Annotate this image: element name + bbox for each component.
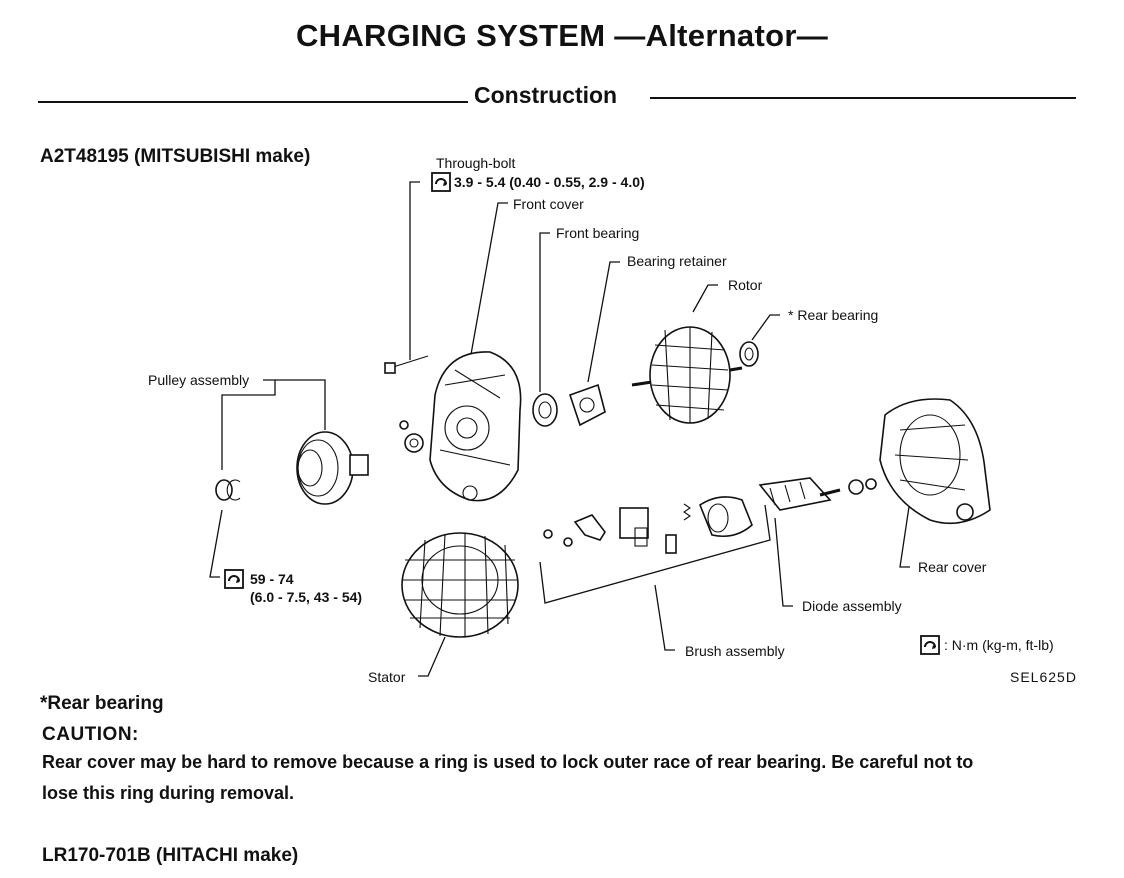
- through-bolt-part: [384, 355, 429, 374]
- label-pulley-torque-2: (6.0 - 7.5, 43 - 54): [250, 589, 363, 605]
- leader-nut-torque: [209, 509, 223, 578]
- pulley-nut-part: [215, 479, 241, 501]
- torque-wrench-icon: [431, 172, 451, 197]
- leader-front-bearing: [539, 232, 550, 392]
- label-front-bearing: Front bearing: [556, 225, 640, 241]
- label-torque-units: : N·m (kg-m, ft-lb): [944, 637, 1054, 653]
- label-through-bolt-torque: 3.9 - 5.4 (0.40 - 0.55, 2.9 - 4.0): [454, 174, 645, 190]
- leader-stator: [418, 636, 446, 677]
- label-brush-assembly: Brush assembly: [685, 643, 785, 659]
- caution-line-2: lose this ring during removal.: [42, 783, 295, 803]
- brush-assembly-parts: [543, 496, 753, 554]
- model-heading: A2T48195 (MITSUBISHI make): [40, 146, 311, 167]
- leader-brush: [654, 584, 675, 651]
- section-rule-left: [38, 101, 468, 103]
- bracket-brush: [539, 504, 771, 604]
- torque-wrench-icon: [224, 569, 244, 594]
- leader-diode: [774, 517, 793, 607]
- page-title: CHARGING SYSTEM —Alternator—: [296, 18, 828, 53]
- exploded-diagram: [209, 181, 991, 677]
- rotor-part: [631, 326, 743, 424]
- label-rear-cover: Rear cover: [918, 559, 987, 575]
- leader-bearing-retainer: [587, 261, 620, 383]
- rear-bearing-note: *Rear bearing: [40, 693, 164, 714]
- label-pulley-assembly: Pulley assembly: [148, 372, 250, 388]
- label-front-cover: Front cover: [513, 196, 584, 212]
- leader-rear-bearing: [751, 314, 780, 341]
- label-rear-bearing: * Rear bearing: [788, 307, 879, 323]
- rear-bearing-part: [739, 341, 759, 367]
- label-diode-assembly: Diode assembly: [802, 598, 902, 614]
- leader-pulley-b: [275, 379, 326, 430]
- caution-line-1: Rear cover may be hard to remove because…: [42, 752, 974, 772]
- leader-rotor: [692, 284, 718, 313]
- torque-wrench-icon: [920, 635, 940, 660]
- diode-assembly-part: [758, 477, 877, 511]
- front-cover-part: [429, 351, 522, 502]
- stator-part: [401, 532, 519, 638]
- label-bearing-retainer: Bearing retainer: [627, 253, 727, 269]
- pulley-part: [296, 431, 369, 505]
- figure-code: SEL625D: [1010, 669, 1077, 685]
- leader-rear-cover: [899, 499, 911, 568]
- label-pulley-torque-1: 59 - 74: [250, 571, 294, 587]
- bearing-retainer-part: [568, 383, 606, 427]
- section-rule-right: [650, 97, 1076, 99]
- leader-lines: [209, 181, 911, 677]
- front-bearing-part: [532, 393, 558, 427]
- leader-front-cover: [469, 202, 508, 361]
- front-screw-part: [399, 420, 424, 453]
- leader-pulley-a: [221, 379, 276, 470]
- next-model-heading: LR170-701B (HITACHI make): [42, 845, 299, 866]
- label-stator: Stator: [368, 669, 406, 685]
- label-rotor: Rotor: [728, 277, 763, 293]
- section-heading: Construction: [474, 82, 618, 108]
- rear-cover-part: [879, 398, 991, 525]
- label-through-bolt: Through-bolt: [436, 155, 516, 171]
- caution-heading: CAUTION:: [42, 724, 139, 745]
- leader-through-bolt: [409, 181, 420, 360]
